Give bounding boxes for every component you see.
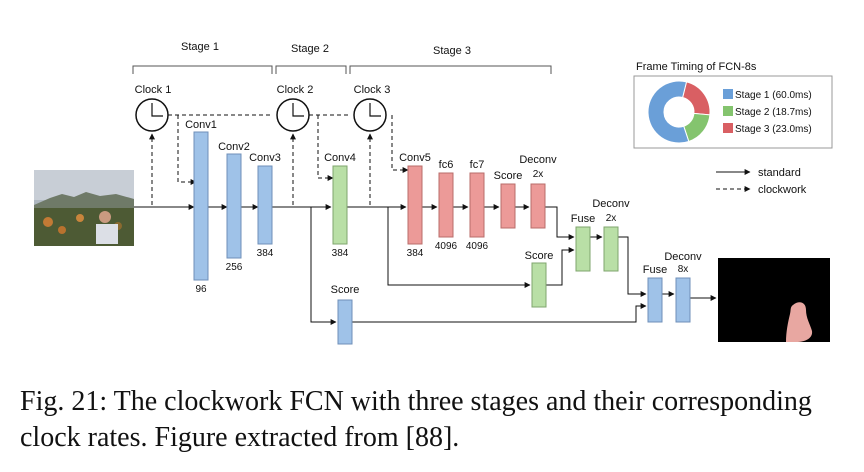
timing-legend: Stage 1 (60.0ms) Stage 2 (18.7ms) Stage 3 … bbox=[723, 89, 812, 135]
conv5-label: Conv5 bbox=[399, 152, 431, 164]
conv1-label: Conv1 bbox=[185, 119, 217, 131]
conv5-size: 384 bbox=[407, 248, 424, 259]
conv3-label: Conv3 bbox=[249, 152, 281, 164]
timing-legend-swatch-1 bbox=[723, 89, 733, 99]
standard-connections bbox=[134, 204, 717, 325]
input-image bbox=[34, 170, 134, 246]
score-low-block bbox=[337, 299, 353, 345]
score-mid-block bbox=[531, 262, 547, 308]
stage-1-label: Stage 1 bbox=[181, 41, 219, 53]
conv3-block bbox=[257, 165, 273, 245]
score-mid-label: Score bbox=[525, 250, 554, 262]
score-top-label: Score bbox=[494, 170, 523, 182]
legend-clockwork-label: clockwork bbox=[758, 184, 807, 196]
conv3-size: 384 bbox=[257, 248, 274, 259]
fc7-size: 4096 bbox=[466, 241, 489, 252]
conv2-block bbox=[226, 153, 242, 259]
clock-1-icon bbox=[135, 98, 169, 132]
clock-3-label: Clock 3 bbox=[354, 84, 391, 96]
output-segmentation bbox=[718, 258, 830, 342]
layer-blocks bbox=[193, 131, 691, 345]
timing-legend-swatch-3 bbox=[723, 123, 733, 133]
stage-2-label: Stage 2 bbox=[291, 43, 329, 55]
conv5-block bbox=[407, 165, 423, 245]
deconv-2-factor: 2x bbox=[606, 213, 617, 224]
fuse-2-label: Fuse bbox=[643, 264, 667, 276]
fuse-1-block bbox=[575, 226, 591, 272]
frame-timing-panel: Frame Timing of FCN-8s Stage 1 (60.0ms)S… bbox=[633, 61, 833, 149]
score-low-label: Score bbox=[331, 284, 360, 296]
timing-title: Frame Timing of FCN-8s bbox=[636, 61, 757, 73]
conv4-label: Conv4 bbox=[324, 152, 356, 164]
connection-legend: standard clockwork bbox=[716, 167, 807, 196]
clock-1-label: Clock 1 bbox=[135, 84, 172, 96]
deconv-1-label: Deconv bbox=[519, 154, 557, 166]
conv4-block bbox=[332, 165, 348, 245]
fc7-label: fc7 bbox=[470, 159, 485, 171]
fc7-block bbox=[469, 172, 485, 238]
stage-3-label: Stage 3 bbox=[433, 45, 471, 57]
timing-legend-label-2: Stage 2 (18.7ms) bbox=[735, 107, 812, 118]
legend-standard-label: standard bbox=[758, 167, 801, 179]
clockwork-connections bbox=[149, 114, 409, 205]
timing-legend-label-3: Stage 3 (23.0ms) bbox=[735, 124, 812, 135]
conv2-label: Conv2 bbox=[218, 141, 250, 153]
deconv-3-block bbox=[675, 277, 691, 323]
fc6-size: 4096 bbox=[435, 241, 458, 252]
score-top-block bbox=[500, 183, 516, 229]
fc6-block bbox=[438, 172, 454, 238]
deconv-3-label: Deconv bbox=[664, 251, 702, 263]
figure-caption: Fig. 21: The clockwork FCN with three st… bbox=[20, 386, 812, 453]
clock-2-icon bbox=[276, 98, 310, 132]
conv1-block bbox=[193, 131, 209, 281]
timing-slice-stage-1 bbox=[647, 80, 690, 144]
deconv-1-factor: 2x bbox=[533, 169, 544, 180]
clockwork-fcn-diagram: Stage 1 Stage 2 Stage 3 Clock 1 Clock 2 … bbox=[34, 41, 833, 345]
deconv-2-block bbox=[603, 226, 619, 272]
deconv-3-factor: 8x bbox=[678, 264, 689, 275]
conv2-size: 256 bbox=[226, 262, 243, 273]
deconv-1-block bbox=[530, 183, 546, 229]
stage-brackets bbox=[132, 65, 552, 74]
fc6-label: fc6 bbox=[439, 159, 454, 171]
fuse-1-label: Fuse bbox=[571, 213, 595, 225]
deconv-2-label: Deconv bbox=[592, 198, 630, 210]
conv4-size: 384 bbox=[332, 248, 349, 259]
timing-donut bbox=[647, 80, 711, 144]
clock-3-icon bbox=[353, 98, 387, 132]
timing-legend-swatch-2 bbox=[723, 106, 733, 116]
clock-2-label: Clock 2 bbox=[277, 84, 314, 96]
fuse-2-block bbox=[647, 277, 663, 323]
timing-legend-label-1: Stage 1 (60.0ms) bbox=[735, 90, 812, 101]
conv1-size: 96 bbox=[195, 284, 207, 295]
